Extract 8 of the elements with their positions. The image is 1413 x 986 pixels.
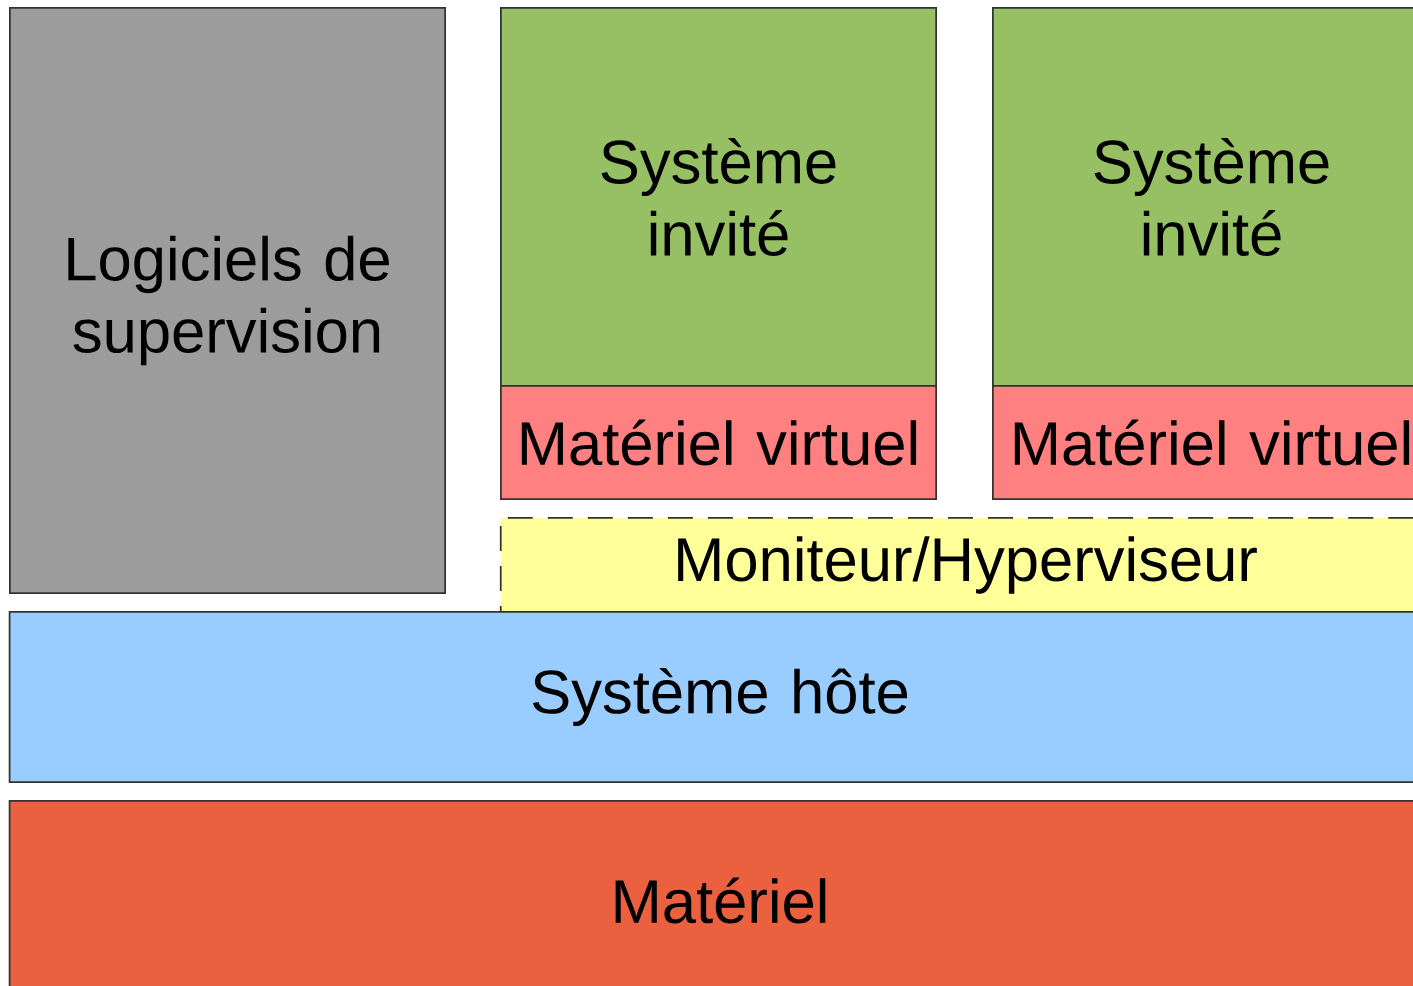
host-system-box: Système hôte [8, 611, 1413, 783]
hardware-box: Matériel [8, 800, 1413, 986]
guest-system-box: Système invité [500, 7, 937, 387]
guest-system-box: Système invité [992, 7, 1413, 387]
virtual-hardware-box: Matériel virtuel [992, 385, 1413, 500]
hypervisor-box: Moniteur/Hyperviseur [499, 517, 1413, 613]
software-box: Logiciels de supervision [9, 6, 446, 595]
virtual-hardware-box: Matériel virtuel [500, 385, 937, 500]
